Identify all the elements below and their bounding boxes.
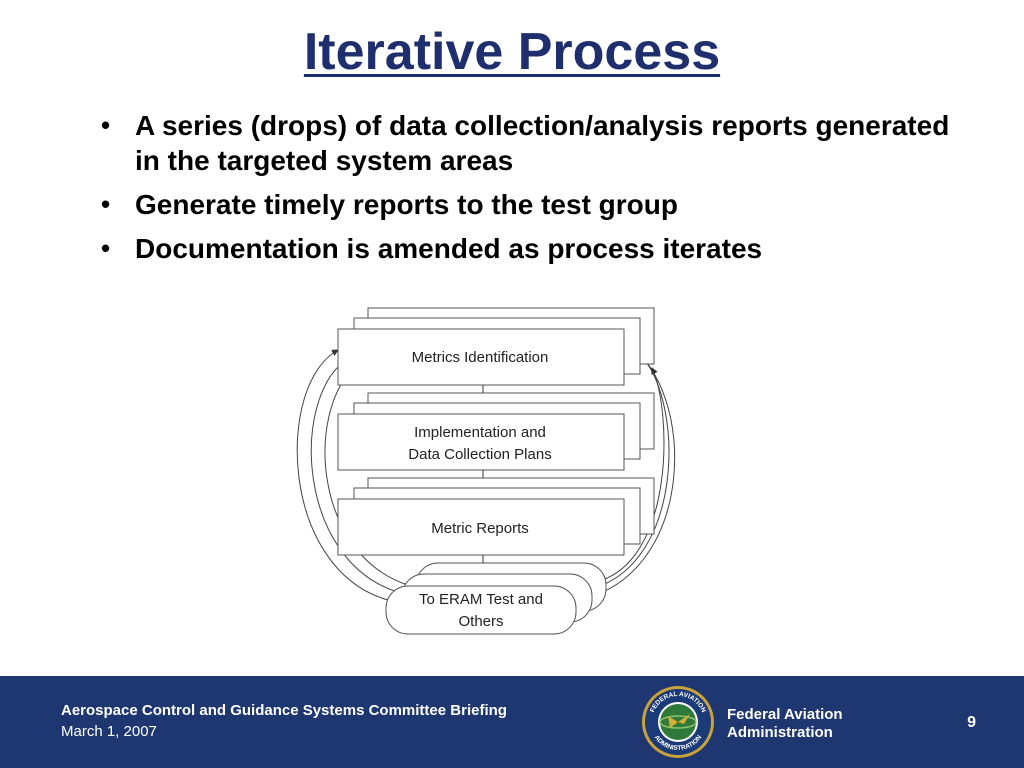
box-stack-metric-reports: Metric Reports: [337, 477, 655, 556]
box-stack-implementation-plans: Implementation and Data Collection Plans: [337, 392, 655, 471]
terminal-stack: To ERAM Test and Others: [385, 562, 607, 635]
box-stack-metrics-identification: Metrics Identification: [337, 307, 655, 386]
bullet-item: •Generate timely reports to the test gro…: [101, 189, 678, 220]
bullet-item: •Documentation is amended as process ite…: [101, 233, 763, 264]
terminal-label: To ERAM Test and: [419, 591, 543, 608]
loop-arrow: [595, 367, 665, 583]
footer-bar: Aerospace Control and Guidance Systems C…: [0, 676, 1024, 768]
page-number: 9: [967, 714, 976, 731]
footer-date: March 1, 2007: [61, 723, 157, 740]
agency-line-1: Federal Aviation: [727, 706, 843, 723]
box-label: Data Collection Plans: [408, 446, 551, 463]
bullet-text: Generate timely reports to the test grou…: [135, 189, 678, 220]
bullet-list: •A series (drops) of data collection/ana…: [96, 108, 976, 275]
loop-arrow: [324, 367, 409, 586]
bullet-text: A series (drops) of data collection/anal…: [135, 110, 950, 176]
loop-arrow: [585, 354, 670, 591]
bullet-item: •A series (drops) of data collection/ana…: [101, 110, 950, 176]
loop-arrow: [296, 349, 389, 601]
bullet-text: Documentation is amended as process iter…: [135, 233, 763, 264]
faa-seal-logo: FEDERAL AVIATION ADMINISTRATION: [642, 686, 714, 758]
box-label: Implementation and: [414, 424, 546, 441]
footer-title: Aerospace Control and Guidance Systems C…: [61, 702, 507, 719]
agency-line-2: Administration: [727, 724, 833, 741]
slide-title: Iterative Process: [303, 23, 721, 81]
loop-arrow: [310, 359, 399, 593]
box-label: Metric Reports: [431, 520, 529, 537]
iterative-process-diagram: Metrics Identification Implementation an…: [296, 307, 676, 635]
agency-name: Federal Aviation Administration: [727, 706, 887, 742]
box-label: Metrics Identification: [412, 349, 549, 366]
terminal-label: Others: [458, 613, 503, 630]
